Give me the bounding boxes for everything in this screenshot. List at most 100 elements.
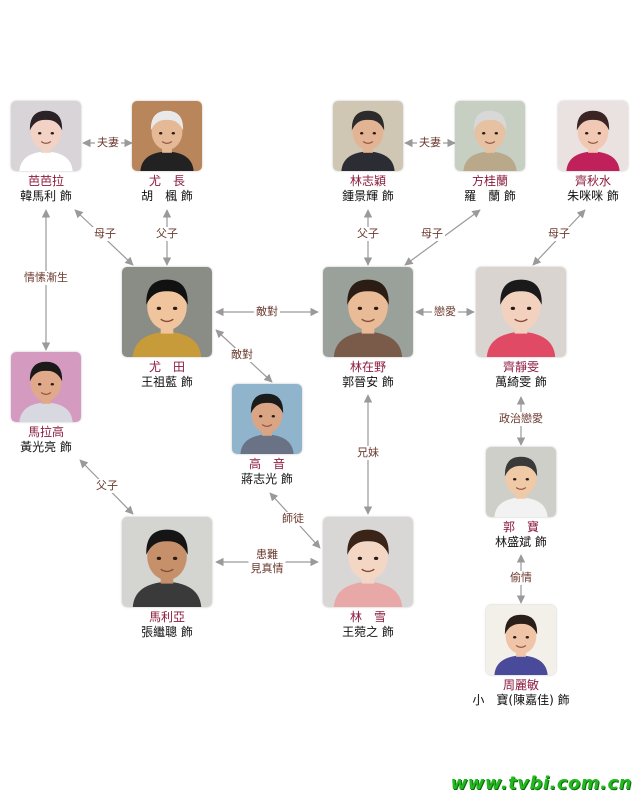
portrait-face — [352, 113, 384, 150]
portrait-photo — [232, 384, 302, 454]
portrait-hair — [500, 279, 542, 305]
character-gaoyin: 高 音 蔣志光 飾 — [227, 384, 307, 487]
portrait-eye-right — [50, 131, 54, 135]
portrait-eye-right — [172, 306, 178, 311]
portrait-mouth — [515, 645, 527, 648]
portrait-hair — [576, 110, 610, 131]
actor-credit: 韓馬利 飾 — [20, 189, 72, 203]
character-name: 齊靜雯 — [502, 360, 539, 374]
portrait-shoulders — [240, 434, 294, 454]
portrait-face — [348, 533, 388, 580]
rel-label-feelings: 情愫漸生 — [22, 271, 70, 285]
portrait-eye-right — [271, 414, 275, 418]
portrait-hair — [146, 529, 188, 555]
portrait-mouth — [514, 318, 528, 323]
portrait-hair — [473, 110, 507, 131]
portrait-shoulders — [333, 581, 403, 607]
portrait-photo — [486, 447, 556, 517]
rel-label-rival1: 敵對 — [254, 305, 280, 319]
portrait-photo — [558, 101, 628, 171]
actor-credit: 小 寶(陳嘉佳) 飾 — [472, 693, 570, 707]
character-name: 高 音 — [248, 457, 285, 471]
rel-label-rival2: 敵對 — [229, 348, 255, 362]
character-linzhiying: 林志穎 鍾景輝 飾 — [328, 101, 408, 204]
portrait-eye-right — [172, 556, 178, 561]
portrait-mouth — [361, 568, 375, 573]
portrait-shoulders — [132, 331, 202, 357]
portrait-shoulders — [132, 581, 202, 607]
portrait-eye-left — [156, 556, 162, 561]
rel-label-mother-son2: 母子 — [419, 227, 445, 241]
portrait-mouth — [261, 424, 273, 427]
rel-label-spouse2: 夫妻 — [417, 136, 443, 150]
actor-credit: 黃光亮 飾 — [20, 440, 72, 454]
portrait-face — [251, 396, 283, 433]
portrait-face — [474, 113, 506, 150]
portrait-silhouette — [323, 517, 413, 607]
portrait-eye-right — [494, 131, 498, 135]
portrait-silhouette — [132, 101, 202, 171]
portrait-shoulders — [19, 402, 73, 422]
portrait-silhouette — [476, 267, 566, 357]
rel-label-love: 戀愛 — [432, 305, 458, 319]
character-name: 郭 寶 — [502, 520, 539, 534]
character-name: 方桂蘭 — [471, 174, 508, 188]
portrait-eye-left — [510, 306, 516, 311]
portrait-eye-left — [513, 635, 517, 639]
portrait-shoulders — [494, 497, 548, 517]
portrait-photo — [323, 517, 413, 607]
portrait-hair — [250, 393, 284, 414]
rel-label-political-love: 政治戀愛 — [497, 412, 545, 426]
portrait-shoulders — [566, 151, 620, 171]
portrait-hair — [29, 110, 63, 131]
character-name: 尤 長 — [148, 174, 185, 188]
character-name: 林志穎 — [349, 174, 386, 188]
portrait-silhouette — [333, 101, 403, 171]
character-name: 齊秋水 — [574, 174, 611, 188]
rel-label-secret-love: 偷情 — [508, 571, 534, 585]
portrait-silhouette — [455, 101, 525, 171]
rel-label-adversity: 患難 見真情 — [248, 548, 286, 576]
portrait-photo — [122, 267, 212, 357]
portrait-hair — [347, 279, 389, 305]
portrait-mouth — [361, 318, 375, 323]
character-maliya: 馬利亞 張繼聰 飾 — [117, 517, 217, 640]
rel-label-mother-son1: 母子 — [92, 227, 118, 241]
actor-credit: 朱咪咪 飾 — [567, 189, 619, 203]
actor-credit: 鍾景輝 飾 — [342, 189, 394, 203]
portrait-shoulders — [333, 331, 403, 357]
portrait-face — [30, 113, 62, 150]
portrait-eye-left — [38, 131, 42, 135]
actor-credit: 胡 楓 飾 — [141, 189, 193, 203]
rel-label-father-son3: 父子 — [94, 479, 120, 493]
rel-label-father-son1: 父子 — [154, 227, 180, 241]
character-fangguilan: 方桂蘭 羅 蘭 飾 — [450, 101, 530, 204]
character-linzaiye: 林在野 郭晉安 飾 — [318, 267, 418, 390]
portrait-face — [577, 113, 609, 150]
portrait-shoulders — [486, 331, 556, 357]
portrait-photo — [122, 517, 212, 607]
character-qiqiushui: 齊秋水 朱咪咪 飾 — [553, 101, 633, 204]
character-name: 馬利亞 — [148, 610, 185, 624]
portrait-mouth — [40, 141, 52, 144]
portrait-mouth — [160, 318, 174, 323]
portrait-eye-left — [156, 306, 162, 311]
portrait-face — [147, 533, 187, 580]
portrait-eye-left — [357, 556, 363, 561]
portrait-eye-right — [373, 556, 379, 561]
portrait-eye-left — [585, 131, 589, 135]
rel-label-siblings: 兄妹 — [355, 446, 381, 460]
portrait-hair — [150, 110, 184, 131]
actor-credit: 王祖藍 飾 — [141, 375, 193, 389]
portrait-mouth — [362, 141, 374, 144]
portrait-mouth — [587, 141, 599, 144]
portrait-mouth — [484, 141, 496, 144]
character-name: 馬拉高 — [27, 425, 64, 439]
portrait-face — [505, 459, 537, 496]
portrait-face — [505, 617, 537, 654]
portrait-silhouette — [11, 352, 81, 422]
rel-label-father-son2: 父子 — [355, 227, 381, 241]
character-guobao: 郭 寶 林盛斌 飾 — [481, 447, 561, 550]
portrait-silhouette — [11, 101, 81, 171]
portrait-eye-right — [597, 131, 601, 135]
